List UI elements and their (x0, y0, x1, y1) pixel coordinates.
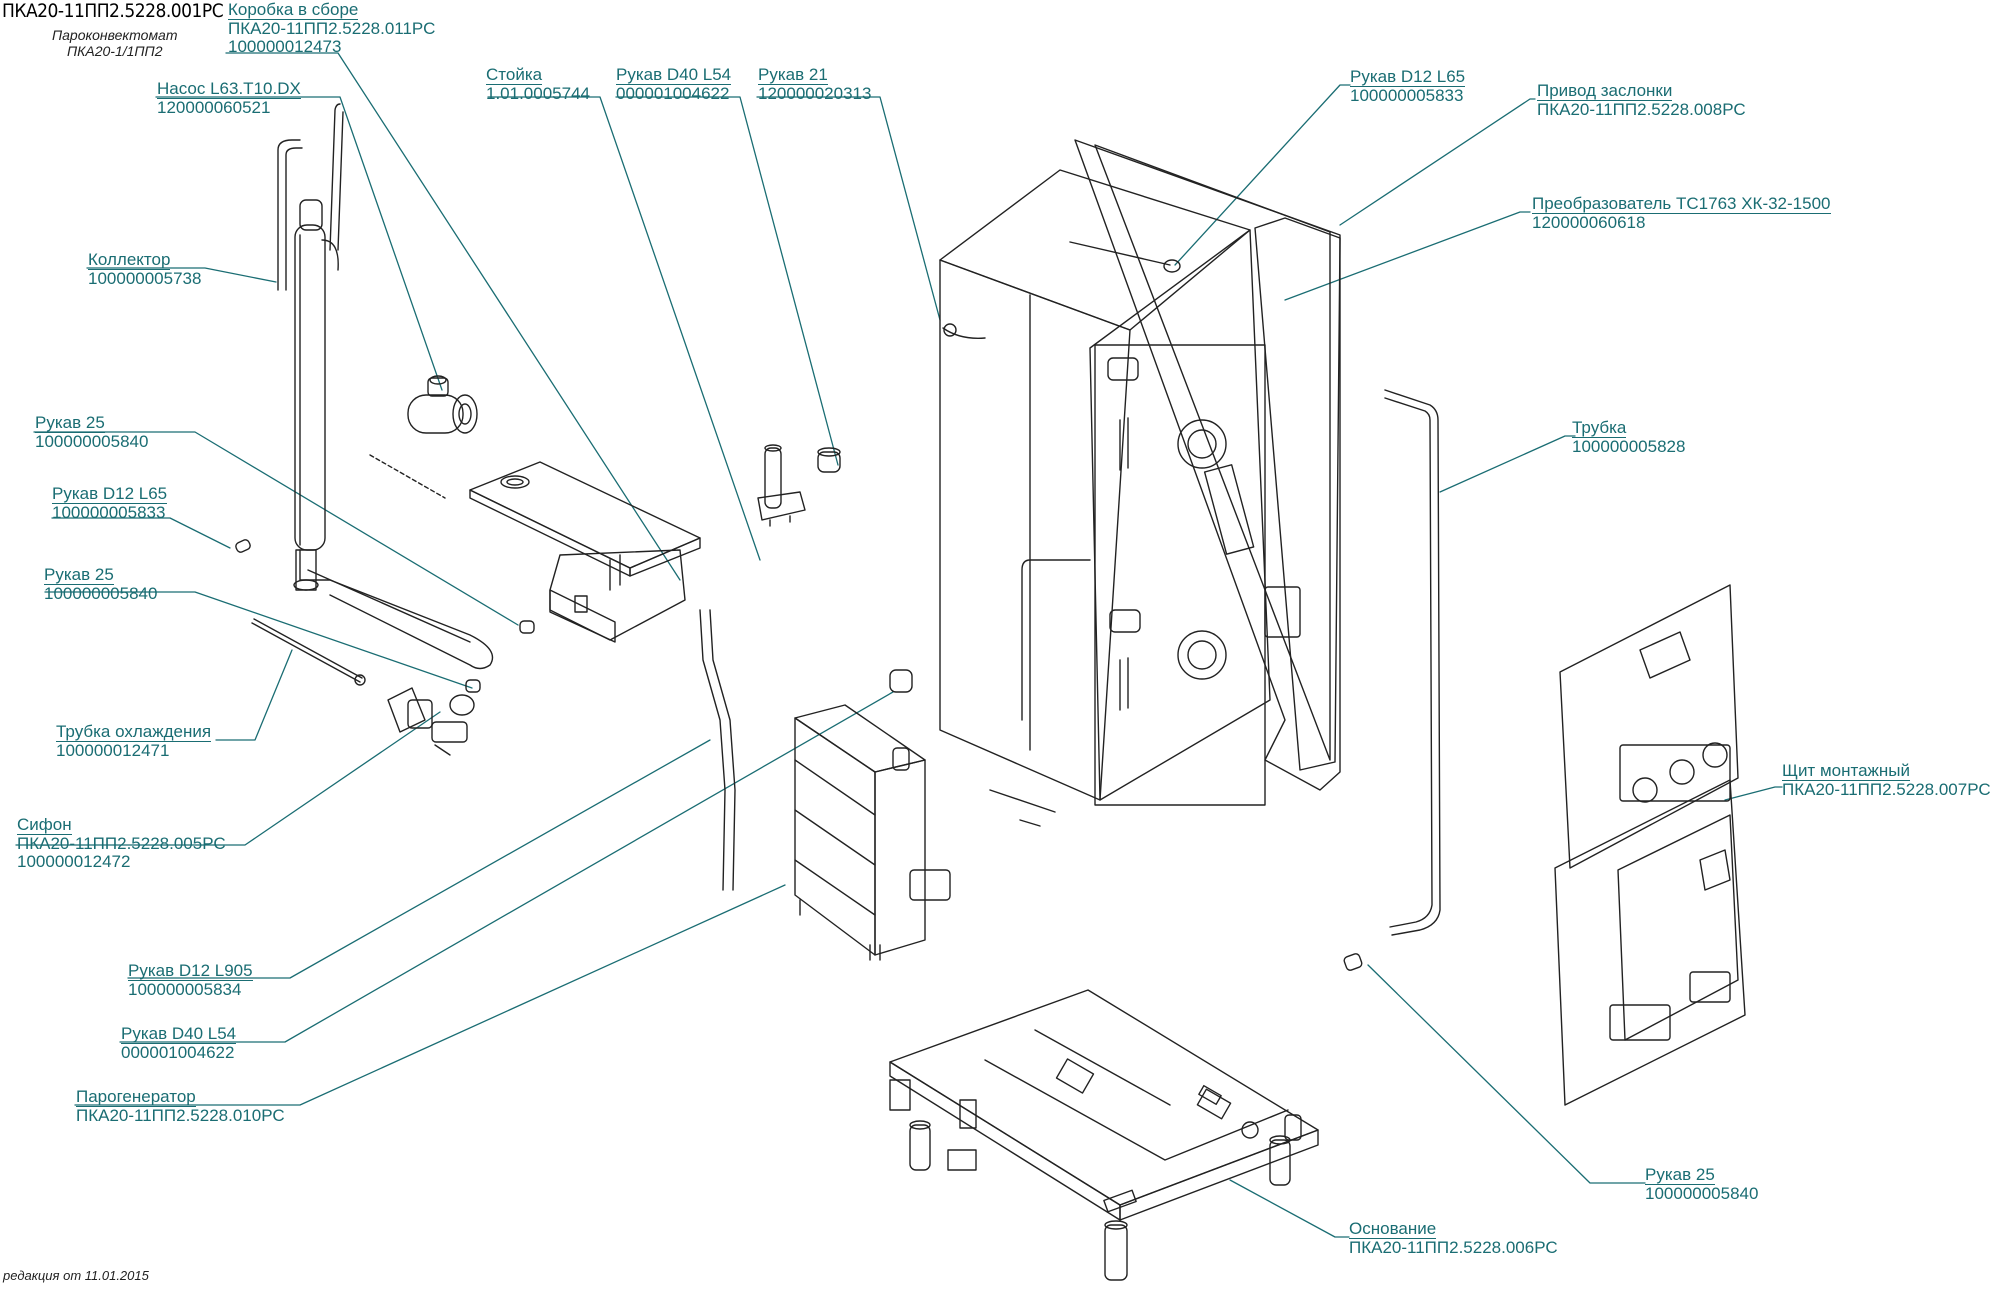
callout-name: Парогенератор (76, 1087, 196, 1107)
callout-name: Сифон (17, 815, 72, 835)
callout-name: Трубка (1572, 418, 1627, 438)
callout-code: ПКА20-11ПП2.5228.011РС (228, 19, 436, 38)
callout-trubka-ohlazhdeniya[interactable]: Трубка охлаждения 100000012471 (56, 722, 212, 760)
revision-note: редакция от 11.01.2015 (3, 1268, 149, 1283)
callout-code: 100000005828 (1572, 437, 1686, 456)
callout-name: Рукав D12 L65 (52, 484, 168, 504)
callout-rukav-21[interactable]: Рукав 21 120000020313 (758, 66, 871, 103)
callout-name: Рукав 25 (35, 413, 105, 433)
subtitle-line-2: ПКА20-1/1ПП2 (66, 43, 163, 59)
callout-name: Коробка в сборе (228, 0, 359, 20)
small-fittings (235, 539, 1363, 971)
callout-name: Рукав 25 (1645, 1165, 1715, 1185)
callout-code: 100000005833 (1350, 86, 1464, 105)
callout-name: Щит монтажный (1782, 761, 1910, 781)
callout-stoyka[interactable]: Стойка 1.01.0005744 (486, 66, 590, 103)
callout-nasos[interactable]: Насос L63.T10.DX 120000060521 (157, 80, 301, 117)
callout-name: Рукав D40 L54 (616, 65, 732, 85)
callout-code: ПКА20-11ПП2.5228.007РС (1782, 780, 1991, 799)
cooling-tube-drawing (251, 618, 366, 686)
callout-rukav25-c[interactable]: Рукав 25 100000005840 (1645, 1166, 1758, 1203)
callout-name: Трубка охлаждения (56, 722, 212, 742)
callout-rukav-d12-l65-top[interactable]: Рукав D12 L65 100000005833 (1350, 67, 1466, 105)
callout-code: 100000012471 (56, 741, 170, 760)
callout-rukav-d40-bottom[interactable]: Рукав D40 L54 000001004622 (121, 1024, 237, 1062)
callout-name: Преобразователь ТС1763 ХК-32-1500 (1532, 194, 1831, 214)
callout-sifon[interactable]: Сифон ПКА20-11ПП2.5228.005РС 10000001247… (17, 816, 226, 871)
callout-code: 100000005833 (52, 503, 166, 522)
callout-name: Основание (1349, 1219, 1437, 1239)
callout-name: Рукав D12 L65 (1350, 67, 1466, 87)
callout-shchit[interactable]: Щит монтажный ПКА20-11ПП2.5228.007РС (1782, 762, 1991, 799)
callout-code: 100000005840 (35, 432, 149, 451)
callout-rukav25-a[interactable]: Рукав 25 100000005840 (35, 414, 148, 451)
callout-code: 100000012473 (228, 37, 342, 56)
kollektor-drawing (277, 103, 494, 670)
callout-name: Рукав D40 L54 (121, 1024, 237, 1044)
callout-preobrazovatel[interactable]: Преобразователь ТС1763 ХК-32-1500 120000… (1532, 195, 1831, 232)
sifon-drawing (387, 687, 475, 756)
callout-name: Стойка (486, 65, 543, 85)
callout-name: Рукав D12 L905 (128, 961, 253, 981)
shchit-drawing (1554, 584, 1746, 1106)
callout-name: Привод заслонки (1537, 81, 1673, 101)
stoyka-drawing (757, 444, 806, 527)
document-title: ПКА20-11ПП2.5228.001РС (2, 0, 224, 22)
callout-code: 100000012472 (17, 852, 131, 871)
callout-code: 120000020313 (758, 84, 872, 103)
callout-trubka[interactable]: Трубка 100000005828 (1572, 419, 1685, 456)
callout-code: ПКА20-11ПП2.5228.006РС (1349, 1238, 1558, 1257)
callout-name: Коллектор (88, 250, 171, 270)
pump-drawing (407, 375, 478, 434)
callout-name: Насос L63.T10.DX (157, 79, 301, 99)
document-subtitle: Пароконвектомат ПКА20-1/1ПП2 (52, 27, 178, 59)
callout-parogenerator[interactable]: Парогенератор ПКА20-11ПП2.5228.010РС (76, 1088, 285, 1125)
main-cabinet-drawing (939, 139, 1341, 827)
callout-rukav25-b[interactable]: Рукав 25 100000005840 (44, 566, 157, 603)
callout-code: 000001004622 (121, 1043, 235, 1062)
callout-rukav-d12-l65-left[interactable]: Рукав D12 L65 100000005833 (52, 484, 168, 522)
callout-name: Рукав 21 (758, 65, 828, 85)
callout-code: 120000060618 (1532, 213, 1646, 232)
rukav-d12-l905-drawing (699, 609, 736, 891)
callout-rukav-d40-top[interactable]: Рукав D40 L54 000001004622 (616, 65, 732, 103)
callout-privod[interactable]: Привод заслонки ПКА20-11ПП2.5228.008РС (1537, 82, 1746, 119)
osnovanie-drawing (889, 989, 1319, 1281)
callout-code: 100000005738 (88, 269, 202, 288)
callout-name: Рукав 25 (44, 565, 114, 585)
trubka-drawing (1384, 389, 1441, 936)
callout-osnovanie[interactable]: Основание ПКА20-11ПП2.5228.006РС (1349, 1220, 1558, 1257)
callout-code: ПКА20-11ПП2.5228.010РС (76, 1106, 285, 1125)
subtitle-line-1: Пароконвектомат (52, 27, 178, 43)
callout-korobka[interactable]: Коробка в сборе ПКА20-11ПП2.5228.011РС 1… (228, 1, 435, 56)
callout-kollektor[interactable]: Коллектор 100000005738 (88, 251, 201, 288)
leader-lines (15, 52, 1783, 1238)
rukav-d40-part (817, 447, 841, 473)
callout-code: 120000060521 (157, 98, 271, 117)
callout-code: ПКА20-11ПП2.5228.008РС (1537, 100, 1746, 119)
callout-code: 100000005840 (44, 584, 158, 603)
callout-code: 100000005834 (128, 980, 242, 999)
callout-code: ПКА20-11ПП2.5228.005РС (17, 834, 226, 853)
callout-rukav-d12-l905[interactable]: Рукав D12 L905 100000005834 (128, 962, 253, 999)
korobka-drawing (469, 461, 701, 643)
callout-code: 1.01.0005744 (486, 84, 590, 103)
callout-code: 100000005840 (1645, 1184, 1759, 1203)
parogenerator-drawing (794, 669, 951, 961)
callout-code: 000001004622 (616, 84, 730, 103)
